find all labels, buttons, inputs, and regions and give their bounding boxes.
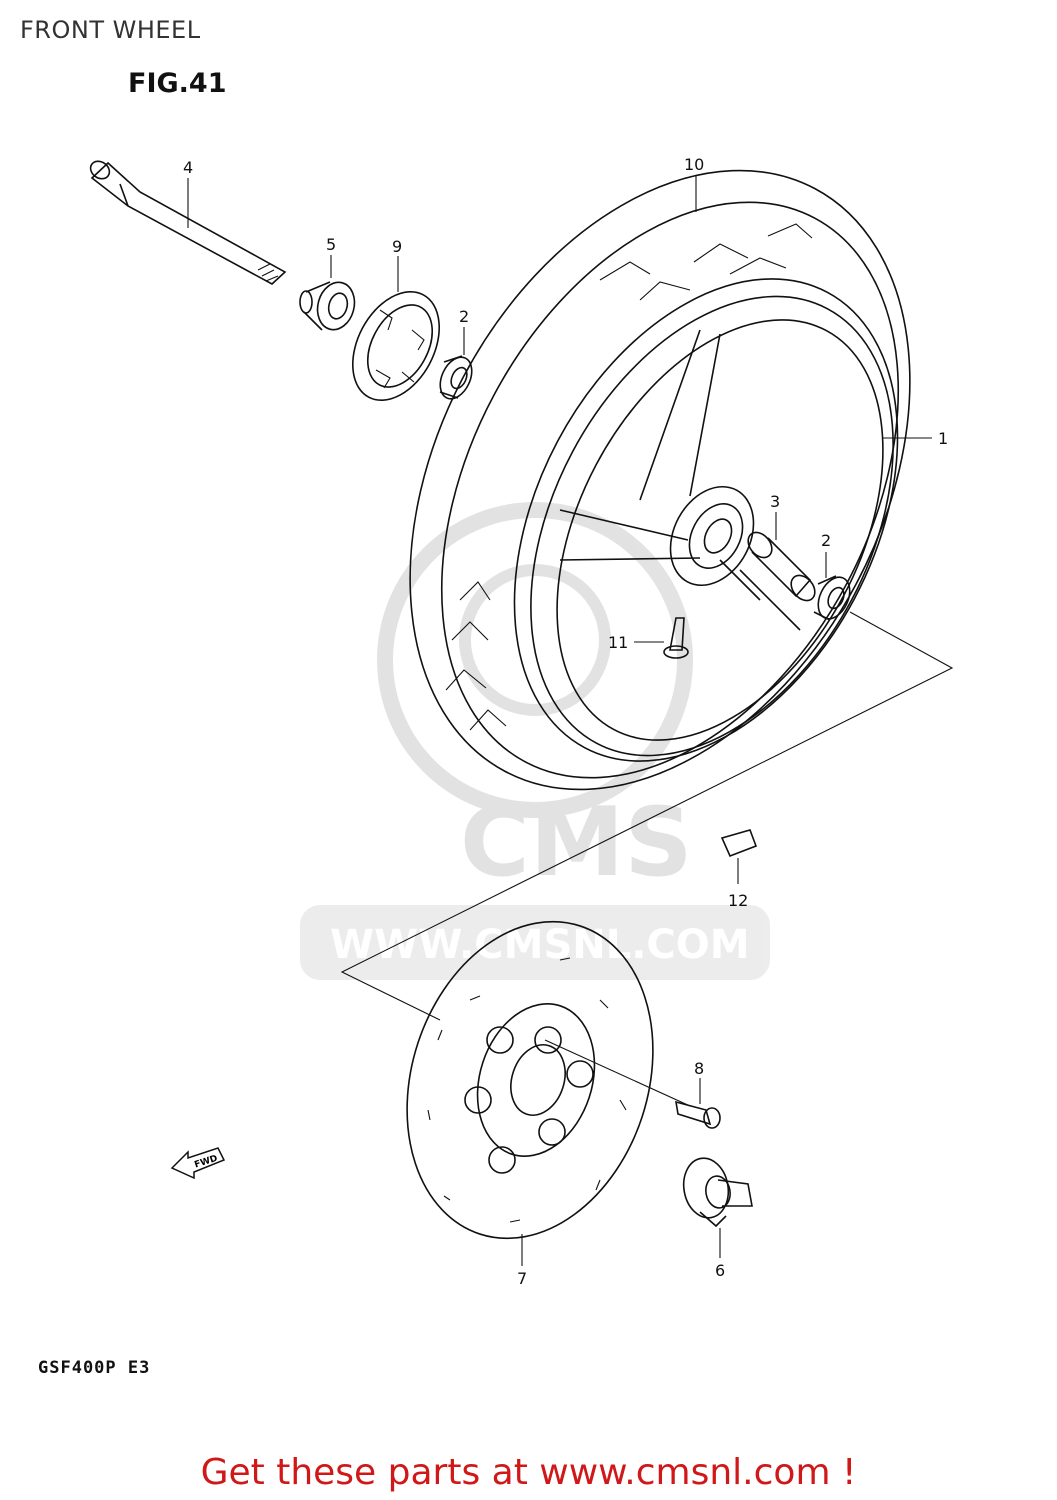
wheel-assembly (409, 169, 932, 791)
balance-weight-part (720, 829, 758, 884)
callout-11: 11 (608, 633, 628, 652)
disc-bolt-part (544, 1039, 721, 1129)
page-title: FRONT WHEEL (20, 16, 201, 44)
callout-1: 1 (938, 429, 948, 448)
callout-8: 8 (694, 1059, 704, 1078)
callout-7: 7 (517, 1269, 527, 1288)
spacer-part (747, 512, 816, 602)
callout-2-right: 2 (821, 531, 831, 550)
retainer-part (351, 256, 441, 402)
watermark-url: WWW.CMSNL.COM (330, 922, 750, 968)
callout-10: 10 (684, 155, 704, 174)
cms-watermark: CMS WWW.CMSNL.COM (300, 502, 770, 980)
callout-9: 9 (392, 237, 402, 256)
fwd-direction-arrow: FWD (170, 1147, 226, 1180)
cta-link[interactable]: Get these parts at www.cmsnl.com ! (200, 1452, 857, 1493)
callout-4: 4 (183, 158, 193, 177)
figure-label: FIG.41 (128, 68, 227, 99)
model-code: GSF400P E3 (38, 1358, 151, 1378)
assembly-guide-lines (340, 611, 954, 1021)
callout-5: 5 (326, 235, 336, 254)
bearing-right-part (813, 552, 851, 621)
callout-6: 6 (715, 1261, 725, 1280)
brake-disc-part (406, 920, 654, 1266)
bearing-left-part (439, 327, 473, 400)
callout-12: 12 (728, 891, 748, 910)
callout-3: 3 (770, 492, 780, 511)
gearbox-part (682, 1157, 753, 1258)
collar-part (299, 255, 356, 331)
valve-part (634, 617, 689, 659)
callout-2-left: 2 (459, 307, 469, 326)
axle-part (89, 160, 287, 285)
watermark-brand: CMS (460, 788, 693, 898)
